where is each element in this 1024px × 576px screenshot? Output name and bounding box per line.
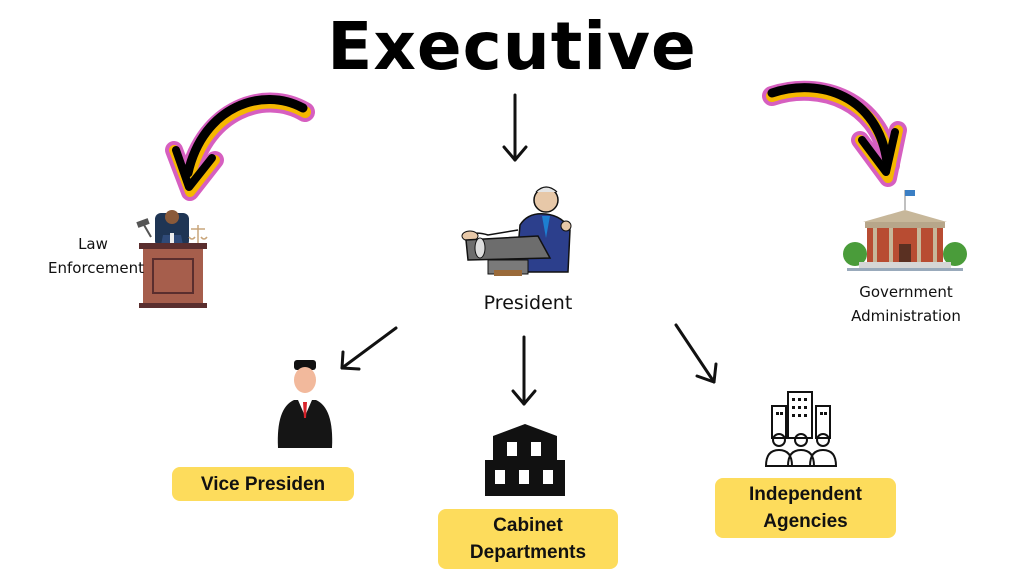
independent-agencies-pill: Independent Agencies — [715, 478, 896, 538]
independent-agencies-label-line2: Agencies — [763, 511, 848, 532]
vice-president-label: Vice Presiden — [200, 473, 326, 495]
law-enforcement-label-line2: Enforcement — [48, 259, 144, 277]
man-in-suit-icon — [277, 360, 333, 448]
cabinet-departments-label-line2: Departments — [469, 542, 587, 563]
law-enforcement-label: Law Enforcement — [48, 232, 144, 280]
building-icon — [485, 424, 565, 496]
cabinet-departments-label-line1: Cabinet — [493, 515, 563, 536]
government-building-icon — [843, 190, 967, 271]
office-buildings-people-icon — [764, 391, 838, 467]
diagram-title: Executive — [327, 8, 697, 85]
government-administration-label-line1: Government — [859, 283, 953, 301]
government-administration-label-line2: Administration — [851, 307, 961, 325]
cabinet-departments-pill: Cabinet Departments — [438, 509, 618, 569]
law-enforcement-label-line1: Law — [78, 235, 108, 253]
vice-president-pill: Vice Presiden — [172, 467, 354, 501]
government-administration-label: Government Administration — [836, 280, 976, 328]
president-label: President — [483, 292, 573, 314]
independent-agencies-label-line1: Independent — [749, 484, 862, 505]
president-at-podium-icon — [461, 186, 572, 276]
judge-at-bench-icon — [136, 210, 208, 308]
